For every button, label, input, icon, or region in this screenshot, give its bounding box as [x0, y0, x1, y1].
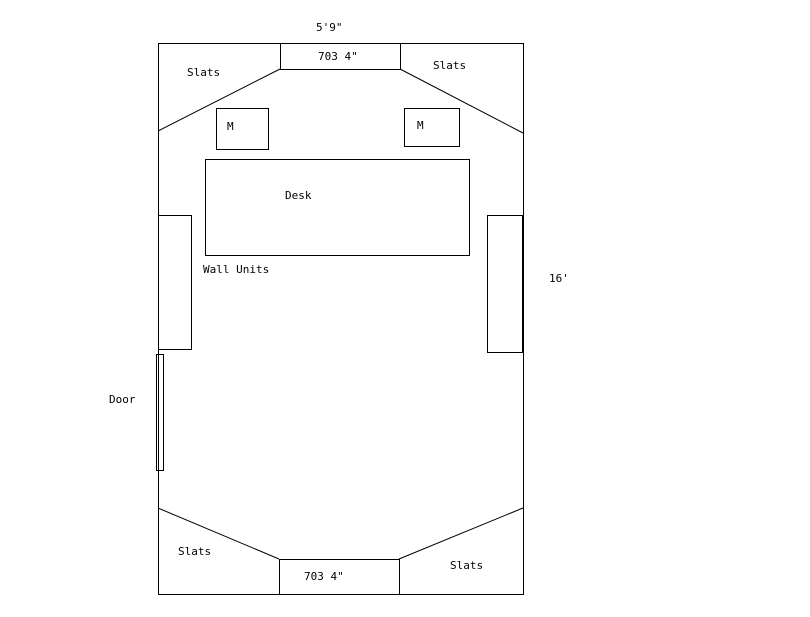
door-label: Door	[109, 393, 136, 406]
speaker-bottom-label: 703 4"	[304, 570, 344, 583]
wall-unit-left	[158, 215, 192, 350]
length-dimension-label: 16'	[549, 272, 569, 285]
desk	[205, 159, 470, 256]
monitor-right	[404, 108, 460, 147]
slats-bottom-right-label: Slats	[450, 559, 483, 572]
room-outline	[158, 43, 524, 595]
slats-bottom-left-edge	[157, 507, 280, 560]
slats-top-right-edge	[399, 68, 524, 134]
slats-bottom-right-edge	[398, 507, 524, 560]
monitor-right-label: M	[417, 119, 424, 132]
speaker-top	[280, 43, 401, 70]
slats-bottom-left-label: Slats	[178, 545, 211, 558]
width-dimension-label: 5'9"	[316, 21, 343, 34]
speaker-bottom	[279, 559, 400, 595]
door	[156, 354, 164, 471]
monitor-left-label: M	[227, 120, 234, 133]
slats-top-left-edge	[157, 68, 281, 132]
slats-top-right-label: Slats	[433, 59, 466, 72]
wall-unit-right	[487, 215, 523, 353]
wall-units-label: Wall Units	[203, 263, 269, 276]
speaker-top-label: 703 4"	[318, 50, 358, 63]
desk-label: Desk	[285, 189, 312, 202]
slats-top-left-label: Slats	[187, 66, 220, 79]
monitor-left	[216, 108, 269, 150]
